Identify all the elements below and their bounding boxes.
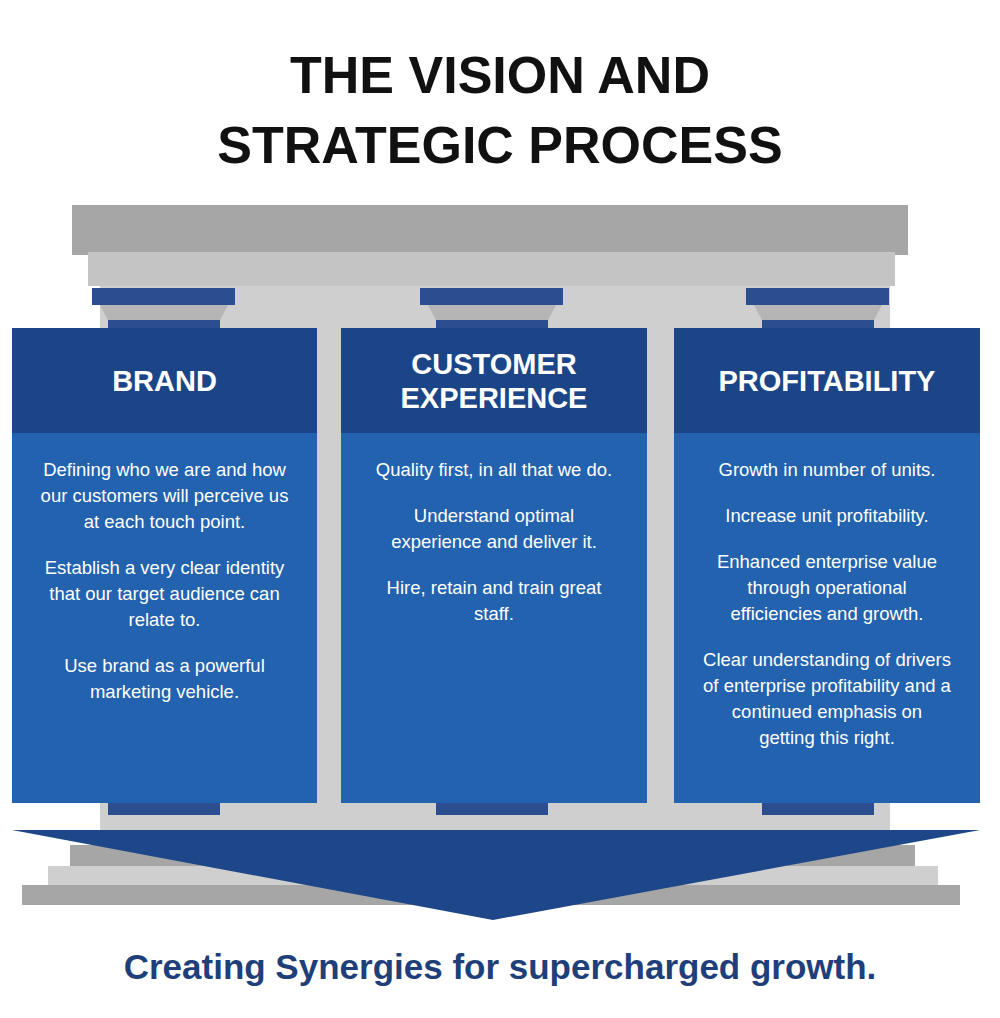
pillar-body: Quality first, in all that we do. Underst…	[341, 433, 647, 647]
pillar-point: Increase unit profitability.	[702, 503, 952, 529]
pillar-panel: BRAND Defining who we are and how our cus…	[12, 328, 317, 803]
pillar-panel: CUSTOMER EXPERIENCEQuality first, in all…	[341, 328, 647, 803]
diagram-title: THE VISION AND STRATEGIC PROCESS	[0, 40, 1000, 180]
capital	[746, 288, 889, 305]
pillar-point: Clear understanding of drivers of enterp…	[702, 647, 952, 751]
pillar-heading: CUSTOMER EXPERIENCE	[341, 328, 647, 433]
pillar-panel: PROFITABILITY Growth in number of units. I…	[674, 328, 980, 803]
base-arrow	[12, 830, 980, 920]
capital-base	[754, 305, 882, 320]
pillar-heading: PROFITABILITY	[674, 328, 980, 433]
pillar-heading: BRAND	[12, 328, 317, 433]
capital-teeth	[762, 320, 874, 328]
capital	[420, 288, 563, 305]
column-foot	[436, 803, 548, 815]
pillar-body: Growth in number of units. Increase unit …	[674, 433, 980, 771]
architrave	[88, 252, 895, 286]
pillar-point: Enhanced enterprise value through operat…	[702, 549, 952, 627]
pillar-point: Growth in number of units.	[702, 457, 952, 483]
entablature	[72, 205, 908, 255]
pillar-point: Use brand as a powerful marketing vehicl…	[40, 653, 289, 705]
capital-teeth	[436, 320, 548, 328]
column-foot	[108, 803, 220, 815]
pillar-point: Understand optimal experience and delive…	[369, 503, 619, 555]
capital-teeth	[108, 320, 220, 328]
capital-base	[100, 305, 228, 320]
pillar-point: Hire, retain and train great staff.	[369, 575, 619, 627]
capital-base	[428, 305, 556, 320]
capital	[92, 288, 235, 305]
pillar-point: Quality first, in all that we do.	[369, 457, 619, 483]
diagram-caption: Creating Synergies for supercharged grow…	[0, 944, 1000, 990]
pillar-point: Defining who we are and how our customer…	[40, 457, 289, 535]
pillar-body: Defining who we are and how our customer…	[12, 433, 317, 725]
column-foot	[762, 803, 874, 815]
pillar-point: Establish a very clear identity that our…	[40, 555, 289, 633]
